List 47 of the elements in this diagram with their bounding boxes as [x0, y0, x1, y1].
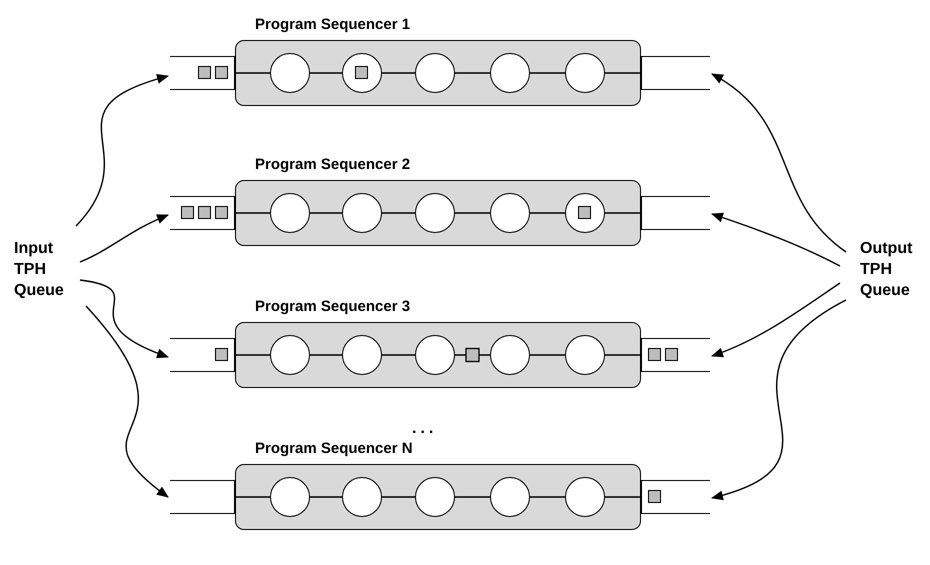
arrow	[711, 212, 840, 267]
arrow	[711, 299, 846, 500]
connector-line	[530, 72, 565, 74]
queue-slot	[170, 480, 235, 514]
arrow	[75, 74, 169, 226]
arrow	[711, 282, 840, 357]
connector-line	[605, 72, 641, 74]
connector-line	[382, 354, 415, 356]
connector-line	[382, 72, 415, 74]
ellipsis-text: ...	[412, 419, 438, 439]
arrow	[711, 73, 846, 253]
queue-slot	[641, 56, 710, 90]
queue-slot	[170, 56, 235, 90]
connector-line	[605, 212, 641, 214]
queue-label: Input TPH Queue	[14, 238, 74, 308]
connector-line	[455, 496, 490, 498]
connector-line	[605, 354, 641, 356]
sequencer-title: Program Sequencer 2	[255, 156, 410, 173]
connector-line	[382, 212, 415, 214]
connector-line	[235, 212, 270, 214]
arrow	[80, 214, 169, 263]
connector-line	[235, 72, 270, 74]
connector-line	[605, 496, 641, 498]
queue-slot	[641, 196, 710, 230]
queue-label: Output TPH Queue	[860, 238, 926, 308]
arrow	[85, 306, 169, 498]
arrow	[80, 279, 169, 358]
sequencer-title: Program Sequencer 1	[255, 16, 410, 33]
connector-line	[530, 354, 565, 356]
queue-slot	[170, 338, 235, 372]
connector-line	[455, 212, 490, 214]
queue-slot	[641, 338, 710, 372]
connector-line	[455, 72, 490, 74]
connector-line	[235, 354, 270, 356]
connector-line	[382, 496, 415, 498]
connector-line	[310, 354, 342, 356]
queue-slot	[641, 480, 710, 514]
connector-line	[530, 496, 565, 498]
queue-slot	[170, 196, 235, 230]
connector-line	[530, 212, 565, 214]
connector-line	[310, 496, 342, 498]
connector-line	[310, 212, 342, 214]
connector-line	[235, 496, 270, 498]
connector-line	[455, 354, 490, 356]
connector-line	[310, 72, 342, 74]
sequencer-title: Program Sequencer 3	[255, 298, 410, 315]
sequencer-title: Program Sequencer N	[255, 440, 413, 457]
